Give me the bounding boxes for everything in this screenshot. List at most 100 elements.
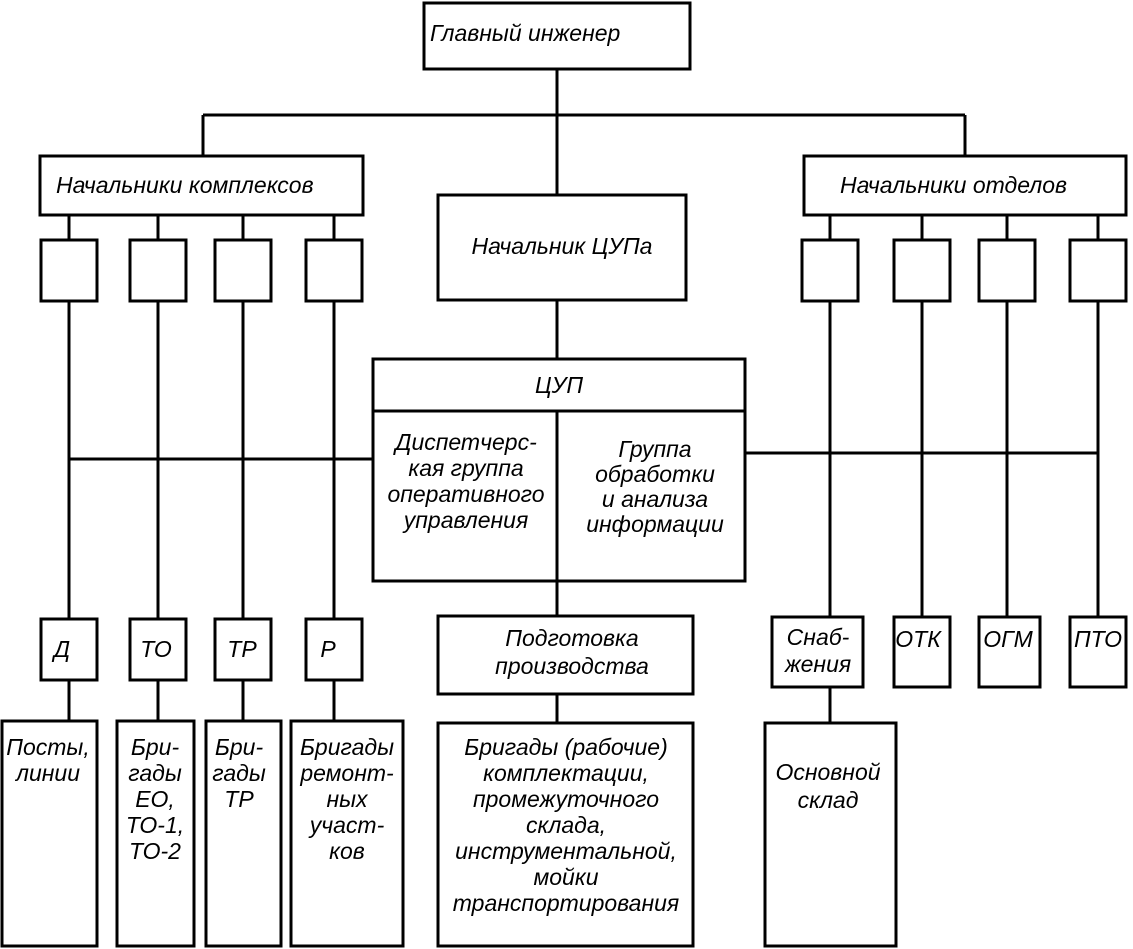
label-brig-work: Бригады (рабочие)комплектации,промежуточ… xyxy=(453,734,679,916)
empty-box xyxy=(128,238,188,303)
empty-box xyxy=(213,238,273,303)
posts-line: линии xyxy=(14,760,80,786)
box-ogm xyxy=(977,615,1042,689)
box-tr xyxy=(213,617,273,682)
r-line: Р xyxy=(320,636,336,662)
otk-line: ОТК xyxy=(895,626,942,652)
brig-repair-line: Бригады xyxy=(300,734,394,760)
ogm-line: ОГМ xyxy=(983,626,1033,652)
empty-box xyxy=(304,238,364,303)
box-pto xyxy=(1068,615,1128,689)
label-r: Р xyxy=(320,636,336,662)
box-otk xyxy=(892,615,952,689)
box-prep xyxy=(436,614,695,696)
brig-work-line: мойки xyxy=(533,864,598,890)
label-chief-engineer: Главный инженер xyxy=(430,20,621,46)
box-d xyxy=(39,617,99,682)
brig-eo-line: Бри- xyxy=(131,734,180,760)
brig-tr-line: ТР xyxy=(224,786,254,812)
label-complex-heads: Начальники комплексов xyxy=(56,172,314,198)
label-supply: Снаб-жения xyxy=(784,624,851,677)
dispatch-group-line: Диспетчерс- xyxy=(392,429,537,455)
brig-repair-line: ков xyxy=(329,838,365,864)
chief-engineer-line: Главный инженер xyxy=(430,20,621,46)
box-cup xyxy=(371,357,747,583)
brig-eo-line: ТО-1, xyxy=(126,812,184,838)
warehouse-line: Основной xyxy=(775,759,880,785)
prep-line: Подготовка xyxy=(505,625,638,651)
brig-tr-line: Бри- xyxy=(215,734,264,760)
empty-box xyxy=(977,238,1037,303)
pto-line: ПТО xyxy=(1074,626,1122,652)
box-dept-heads xyxy=(802,154,1128,217)
brig-eo-line: гады xyxy=(128,760,182,786)
empty-box xyxy=(800,238,860,303)
label-otk: ОТК xyxy=(895,626,942,652)
posts-line: Посты, xyxy=(6,734,89,760)
brig-work-line: склада, xyxy=(526,812,606,838)
brig-work-line: промежуточного xyxy=(473,786,659,812)
warehouse-line: склад xyxy=(798,787,859,813)
box-complex-heads xyxy=(38,154,365,217)
box-chief-engineer xyxy=(422,1,692,71)
cup-head-line: Начальник ЦУПа xyxy=(472,233,653,259)
dispatch-group-line: оперативного xyxy=(387,481,544,507)
box-brig-tr xyxy=(204,719,283,948)
label-tr: ТР xyxy=(227,636,257,662)
dept-heads-line: Начальники отделов xyxy=(840,172,1067,198)
supply-line: Снаб- xyxy=(787,624,850,650)
analysis-group-line: Группа xyxy=(618,436,691,462)
brig-repair-line: ремонт- xyxy=(299,760,394,786)
tr-line: ТР xyxy=(227,636,257,662)
to-line: ТО xyxy=(140,636,172,662)
label-posts: Посты,линии xyxy=(6,734,89,786)
d-line: Д xyxy=(51,636,70,662)
empty-box xyxy=(39,238,99,303)
label-pto: ПТО xyxy=(1074,626,1122,652)
label-cup: ЦУП xyxy=(535,372,583,398)
connectors xyxy=(67,69,1100,723)
dispatch-group-line: кая группа xyxy=(408,455,523,481)
empty-boxes xyxy=(39,238,1128,303)
label-cup-head: Начальник ЦУПа xyxy=(472,233,653,259)
brig-work-line: комплектации, xyxy=(483,760,649,786)
brig-work-line: Бригады (рабочие) xyxy=(464,734,668,760)
box-posts xyxy=(0,719,99,948)
box-cup-head xyxy=(436,193,688,302)
brig-eo-line: ЕО, xyxy=(135,786,175,812)
brig-work-line: инструментальной, xyxy=(455,838,677,864)
box-to xyxy=(128,617,188,682)
box-brig-eo xyxy=(115,719,196,948)
box-brig-work xyxy=(436,721,695,948)
label-ogm: ОГМ xyxy=(983,626,1033,652)
brig-repair-line: ных xyxy=(326,786,369,812)
analysis-group-line: обработки xyxy=(595,461,715,487)
analysis-group-line: информации xyxy=(586,511,724,537)
box-brig-repair xyxy=(289,719,405,948)
box-warehouse xyxy=(763,721,898,948)
cup-line: ЦУП xyxy=(535,372,583,398)
empty-box xyxy=(1068,238,1128,303)
label-dept-heads: Начальники отделов xyxy=(840,172,1067,198)
dispatch-group-line: управления xyxy=(402,507,528,533)
box-r xyxy=(304,617,364,682)
complex-heads-line: Начальники комплексов xyxy=(56,172,314,198)
supply-line: жения xyxy=(784,651,851,677)
brig-tr-line: гады xyxy=(212,760,266,786)
analysis-group-line: и анализа xyxy=(602,486,708,512)
brig-work-line: транспортирования xyxy=(453,890,679,916)
box-supply xyxy=(770,615,865,689)
brig-repair-line: участ- xyxy=(308,812,385,838)
empty-box xyxy=(892,238,952,303)
label-to: ТО xyxy=(140,636,172,662)
prep-line: производства xyxy=(495,653,649,679)
brig-eo-line: ТО-2 xyxy=(129,838,181,864)
